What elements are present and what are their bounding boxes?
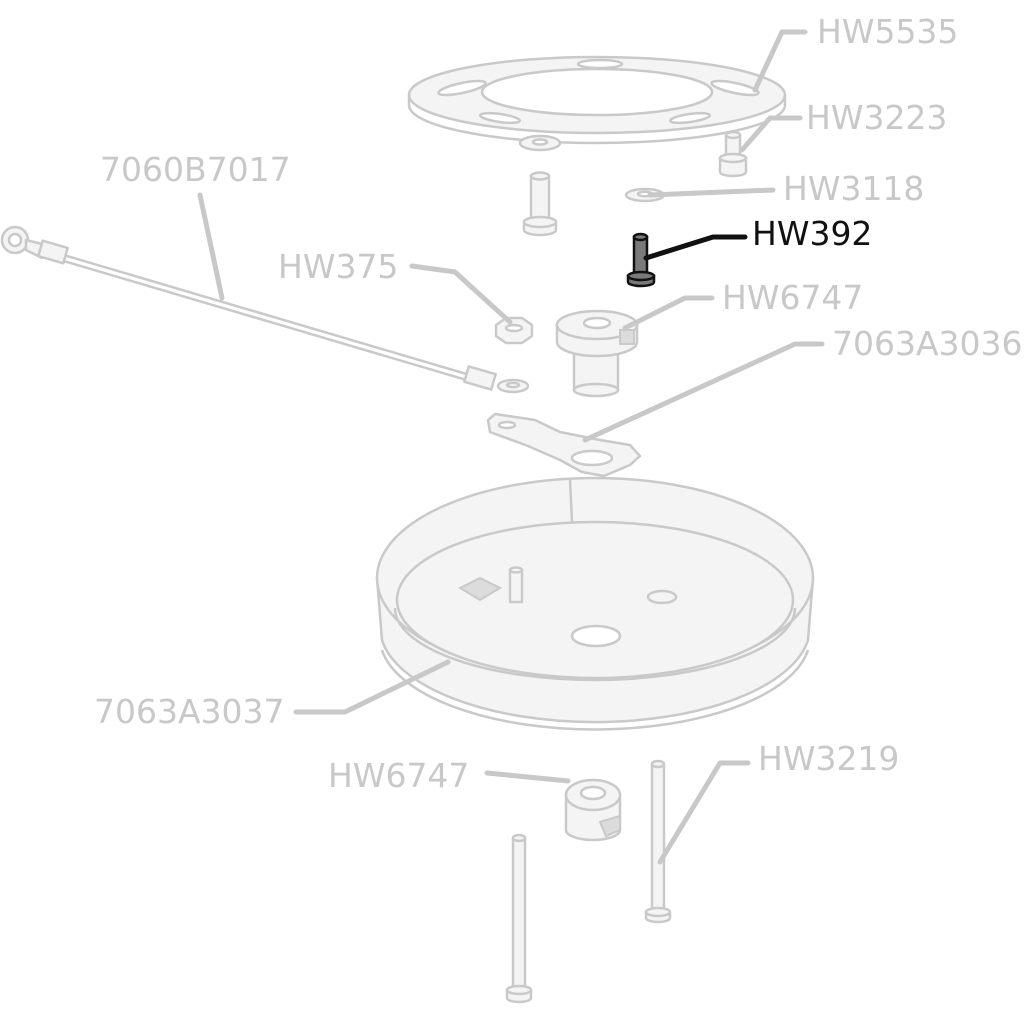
label-7063a3036[interactable]: 7063A3036: [832, 324, 1023, 363]
leader-7060b7017: [197, 192, 225, 301]
part-hw392-screw: [626, 232, 656, 288]
leader-hw3219: [657, 760, 751, 865]
leader-hw6747-top: [622, 295, 715, 331]
leader-hw375: [409, 263, 513, 325]
part-7063a3036-bracket: [486, 412, 642, 478]
part-washer-small: [518, 134, 562, 152]
label-hw375[interactable]: HW375: [278, 247, 398, 286]
leader-7063a3037: [293, 659, 451, 715]
part-7060b7017-ground-wire: [0, 225, 530, 394]
label-hw6747-top[interactable]: HW6747: [722, 278, 863, 317]
label-hw3223[interactable]: HW3223: [806, 98, 947, 137]
part-hw3219-screw-right: [644, 759, 672, 924]
leader-hw6747-bottom: [484, 770, 571, 784]
part-hw5535-plate: [407, 55, 787, 145]
label-hw392[interactable]: HW392: [752, 214, 872, 253]
part-7063a3037-canopy: [375, 476, 815, 731]
label-hw3118[interactable]: HW3118: [783, 169, 924, 208]
label-hw6747-bottom[interactable]: HW6747: [328, 756, 469, 795]
part-hw375-nut: [494, 316, 534, 345]
label-hw3219[interactable]: HW3219: [758, 739, 899, 778]
part-hw6747-bottom-bushing: [564, 778, 622, 842]
label-hw5535[interactable]: HW5535: [817, 12, 958, 51]
label-7060b7017[interactable]: 7060B7017: [100, 150, 291, 189]
part-hw6747-top-bushing: [555, 309, 639, 398]
part-standoff: [522, 171, 558, 237]
label-7063a3037[interactable]: 7063A3037: [94, 692, 285, 731]
leader-hw3118: [647, 187, 776, 198]
part-long-screw-left: [505, 833, 533, 1004]
part-hw3223-screw: [718, 130, 748, 178]
leader-hw392: [643, 234, 748, 261]
leader-hw3223: [739, 115, 803, 153]
leader-7063a3036: [582, 341, 825, 443]
leader-hw5535: [752, 29, 808, 93]
